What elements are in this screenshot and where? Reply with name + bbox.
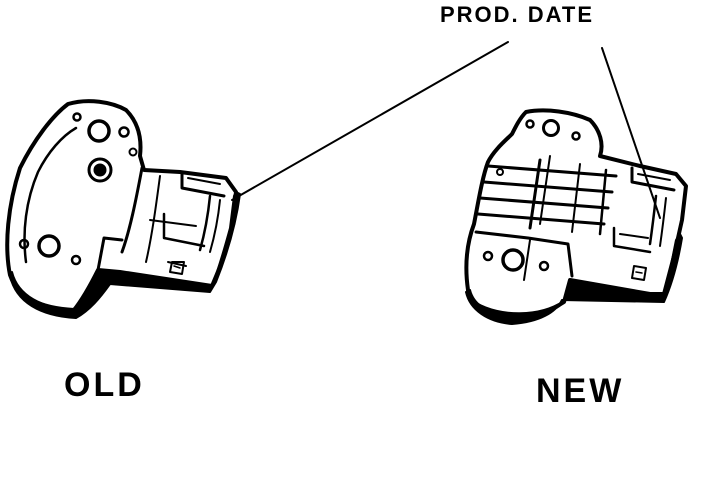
new-sensor-housing-icon <box>464 108 688 325</box>
old-part-label: OLD <box>64 366 145 404</box>
callout-leader-new <box>601 47 661 219</box>
old-sensor-housing-icon <box>5 99 241 319</box>
new-part-label: NEW <box>536 372 625 410</box>
prod-date-label: PROD. DATE <box>440 2 595 27</box>
callout-leader-old <box>231 41 509 201</box>
